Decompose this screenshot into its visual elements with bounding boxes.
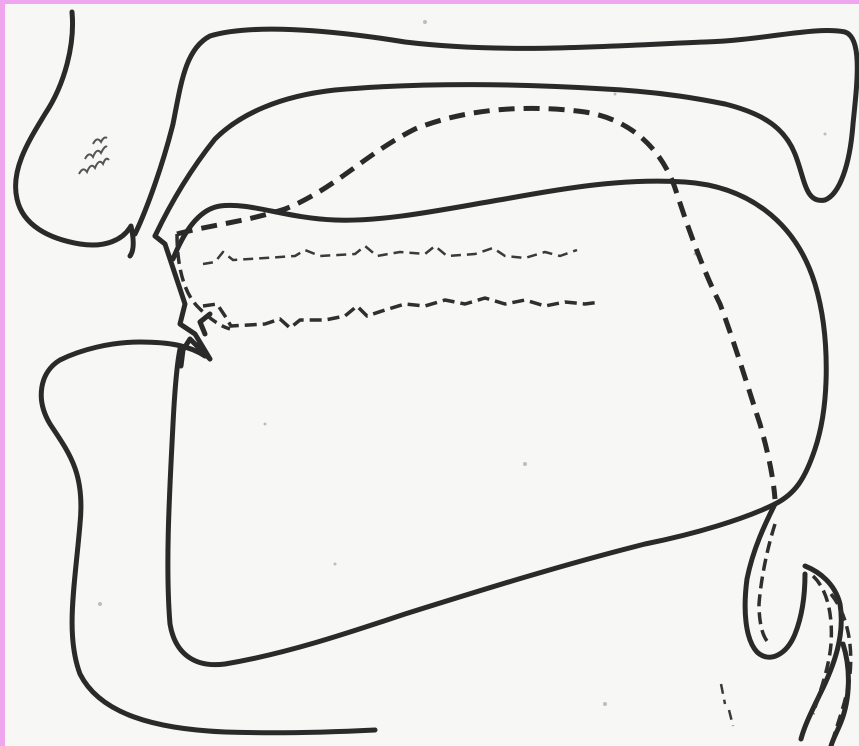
palate-contour (135, 29, 857, 234)
tongue-mass-contour (168, 181, 826, 665)
articulation-diagram (5, 4, 859, 746)
tongue-surface-upper (203, 246, 577, 264)
lower-lip-chin-contour (41, 342, 375, 733)
tongue-surface-lower (203, 298, 600, 328)
upper-lip-contour (16, 12, 134, 256)
incisors-contour (155, 236, 210, 366)
upper-jaw-line (155, 85, 725, 236)
tongue-alternate-position (177, 108, 775, 499)
bottom-marks (721, 684, 733, 726)
upper-lip-scribble (79, 138, 109, 175)
epiglottis-dashed (759, 524, 775, 644)
larynx-outer (801, 566, 841, 739)
tongue-tip-outline (177, 234, 230, 329)
paper-texture (98, 20, 827, 706)
